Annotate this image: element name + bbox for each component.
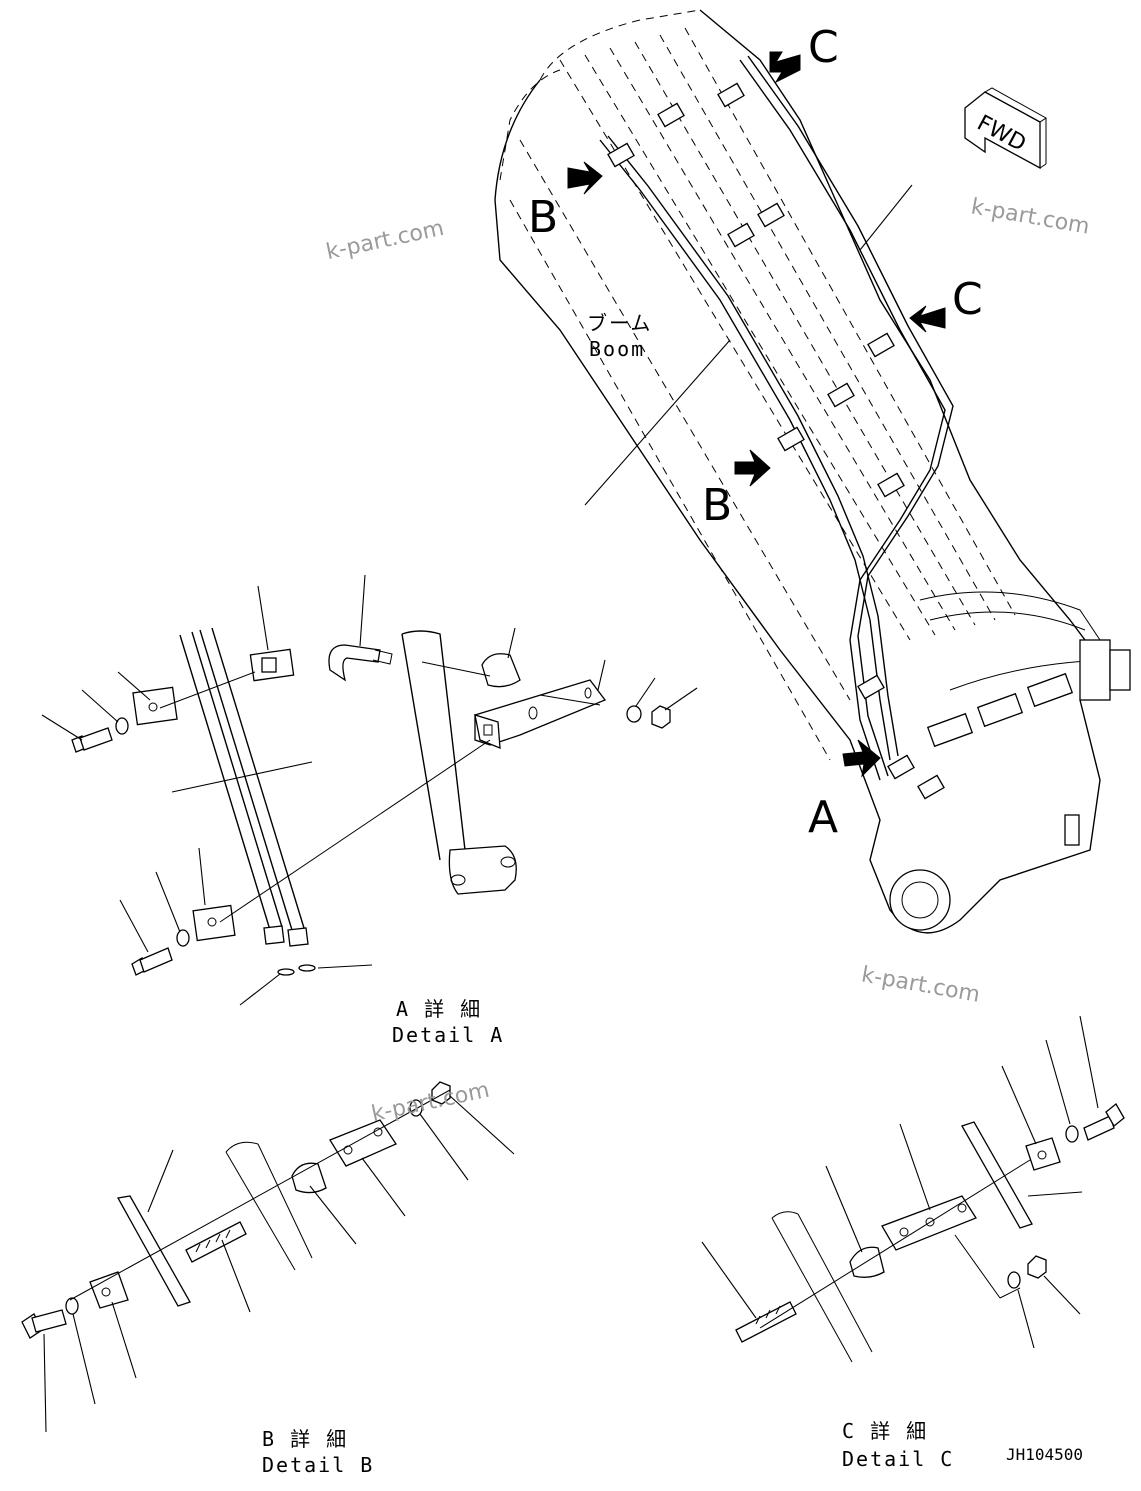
view-label-c-top: C bbox=[808, 22, 839, 73]
detail-b-label-en: Detail B bbox=[262, 1453, 374, 1477]
watermark: k-part.com bbox=[369, 1078, 491, 1127]
boom-label-en: Boom bbox=[589, 337, 645, 361]
drawing-code: JH104500 bbox=[1006, 1445, 1083, 1464]
view-arrow-c-mid bbox=[909, 305, 946, 333]
watermark: k-part.com bbox=[969, 194, 1091, 239]
boom-label-jp: ブーム bbox=[587, 311, 652, 335]
watermark: k-part.com bbox=[859, 962, 981, 1007]
detail-c-label-jp: C 詳 細 bbox=[842, 1419, 928, 1443]
detail-c-label-en: Detail C bbox=[842, 1447, 954, 1471]
view-label-c-mid: C bbox=[952, 274, 983, 325]
detail-b-label-jp: B 詳 細 bbox=[262, 1427, 348, 1451]
detail-a-drawing bbox=[41, 574, 698, 1006]
boom-assembly bbox=[494, 9, 1131, 934]
detail-a-bolt-upper bbox=[71, 727, 113, 753]
view-label-b-mid: B bbox=[702, 480, 732, 531]
hydraulic-pipes bbox=[599, 55, 1121, 781]
detail-b-drawing bbox=[21, 1081, 515, 1433]
boom-clamps bbox=[607, 82, 945, 800]
view-arrow-c-top bbox=[769, 51, 801, 84]
view-arrow-b-mid bbox=[734, 449, 771, 487]
boom-structure-lines bbox=[509, 27, 1016, 761]
view-arrow-a bbox=[842, 739, 881, 778]
view-label-a: A bbox=[808, 792, 838, 843]
boom-foot-fittings bbox=[889, 639, 1131, 931]
view-arrow-b-top bbox=[567, 161, 603, 195]
detail-c-drawing bbox=[701, 1015, 1125, 1363]
detail-a-label-en: Detail A bbox=[392, 1023, 504, 1047]
detail-a-label-jp: A 詳 細 bbox=[396, 997, 482, 1021]
detail-a-bolt-lower bbox=[131, 947, 173, 976]
watermark: k-part.com bbox=[324, 216, 446, 265]
fwd-arrow-icon: FWD bbox=[964, 87, 1047, 170]
view-label-b-top: B bbox=[528, 192, 558, 243]
